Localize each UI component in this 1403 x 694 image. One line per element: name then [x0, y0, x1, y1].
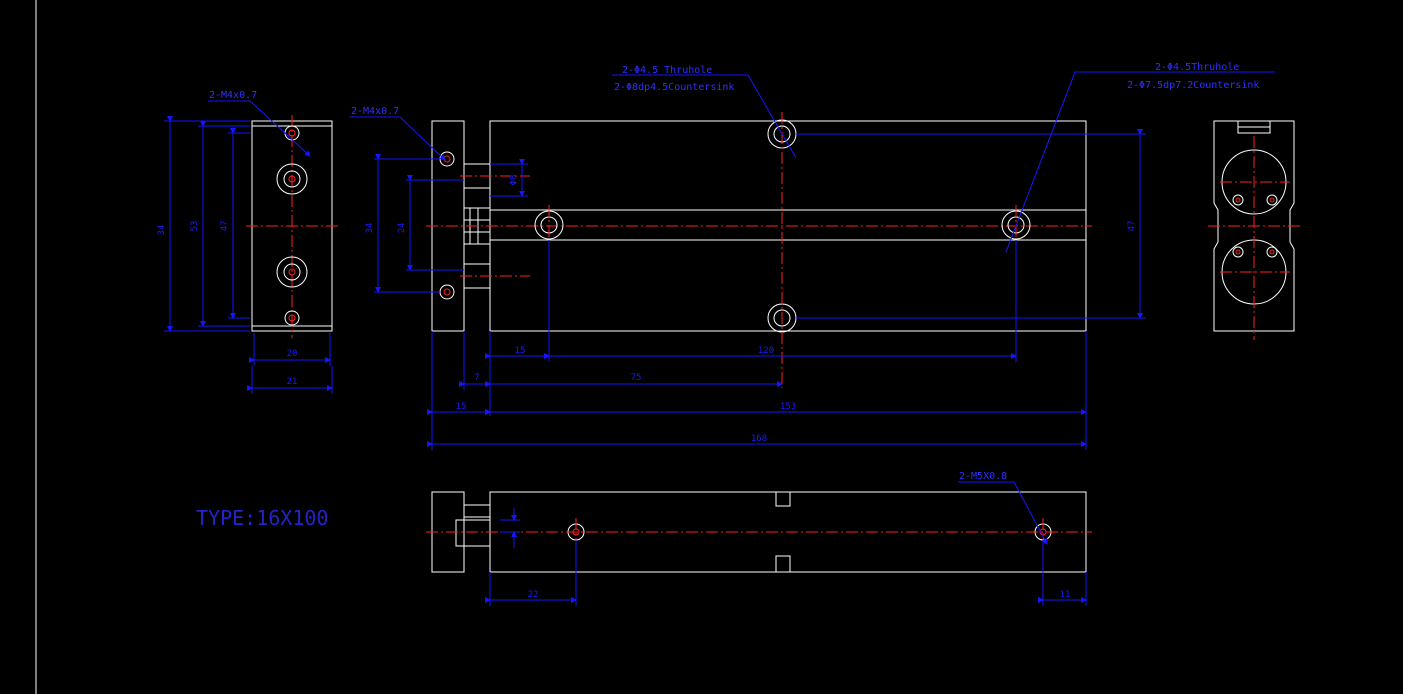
dim-side-34: 34: [365, 223, 375, 234]
left-end-view: [164, 100, 340, 394]
dim-left-20: 20: [287, 349, 298, 359]
top-hole-note-2: 2-Φ8dp4.5Countersink: [614, 82, 734, 93]
dim-left-47: 47: [220, 221, 230, 232]
dim-side-24: 24: [397, 223, 407, 234]
dim-168: 168: [751, 434, 767, 444]
left-thread-note: 2-M4x0.7: [209, 90, 257, 101]
dim-11: 11: [1060, 590, 1071, 600]
type-label: TYPE:16X100: [196, 506, 328, 530]
top-hole-note-1: 2-Φ4.5 Thruhole: [622, 65, 712, 76]
dim-right-47: 47: [1127, 221, 1137, 232]
dim-15b: 15: [456, 402, 467, 412]
dim-left-21: 21: [287, 377, 298, 387]
dim-left-34: 34: [157, 225, 167, 236]
dim-rod-8: Φ8: [509, 175, 519, 186]
dim-153: 153: [780, 402, 796, 412]
dim-7: 7: [474, 373, 479, 383]
bottom-thread-note: 2-M5X0.8: [959, 471, 1007, 482]
dim-left-53: 53: [190, 221, 200, 232]
right-end-view: [1208, 120, 1300, 340]
side-thread-note: 2-M4x0.7: [351, 106, 399, 117]
right-hole-note-1: 2-Φ4.5Thruhole: [1155, 62, 1239, 73]
right-hole-note-2: 2-Φ7.5dp7.2Countersink: [1127, 80, 1259, 91]
dim-22: 22: [528, 590, 539, 600]
dim-15a: 15: [515, 346, 526, 356]
bottom-side-view: [426, 481, 1092, 606]
dim-75: 75: [631, 373, 642, 383]
main-top-view: [350, 71, 1275, 450]
dim-120: 120: [758, 346, 774, 356]
